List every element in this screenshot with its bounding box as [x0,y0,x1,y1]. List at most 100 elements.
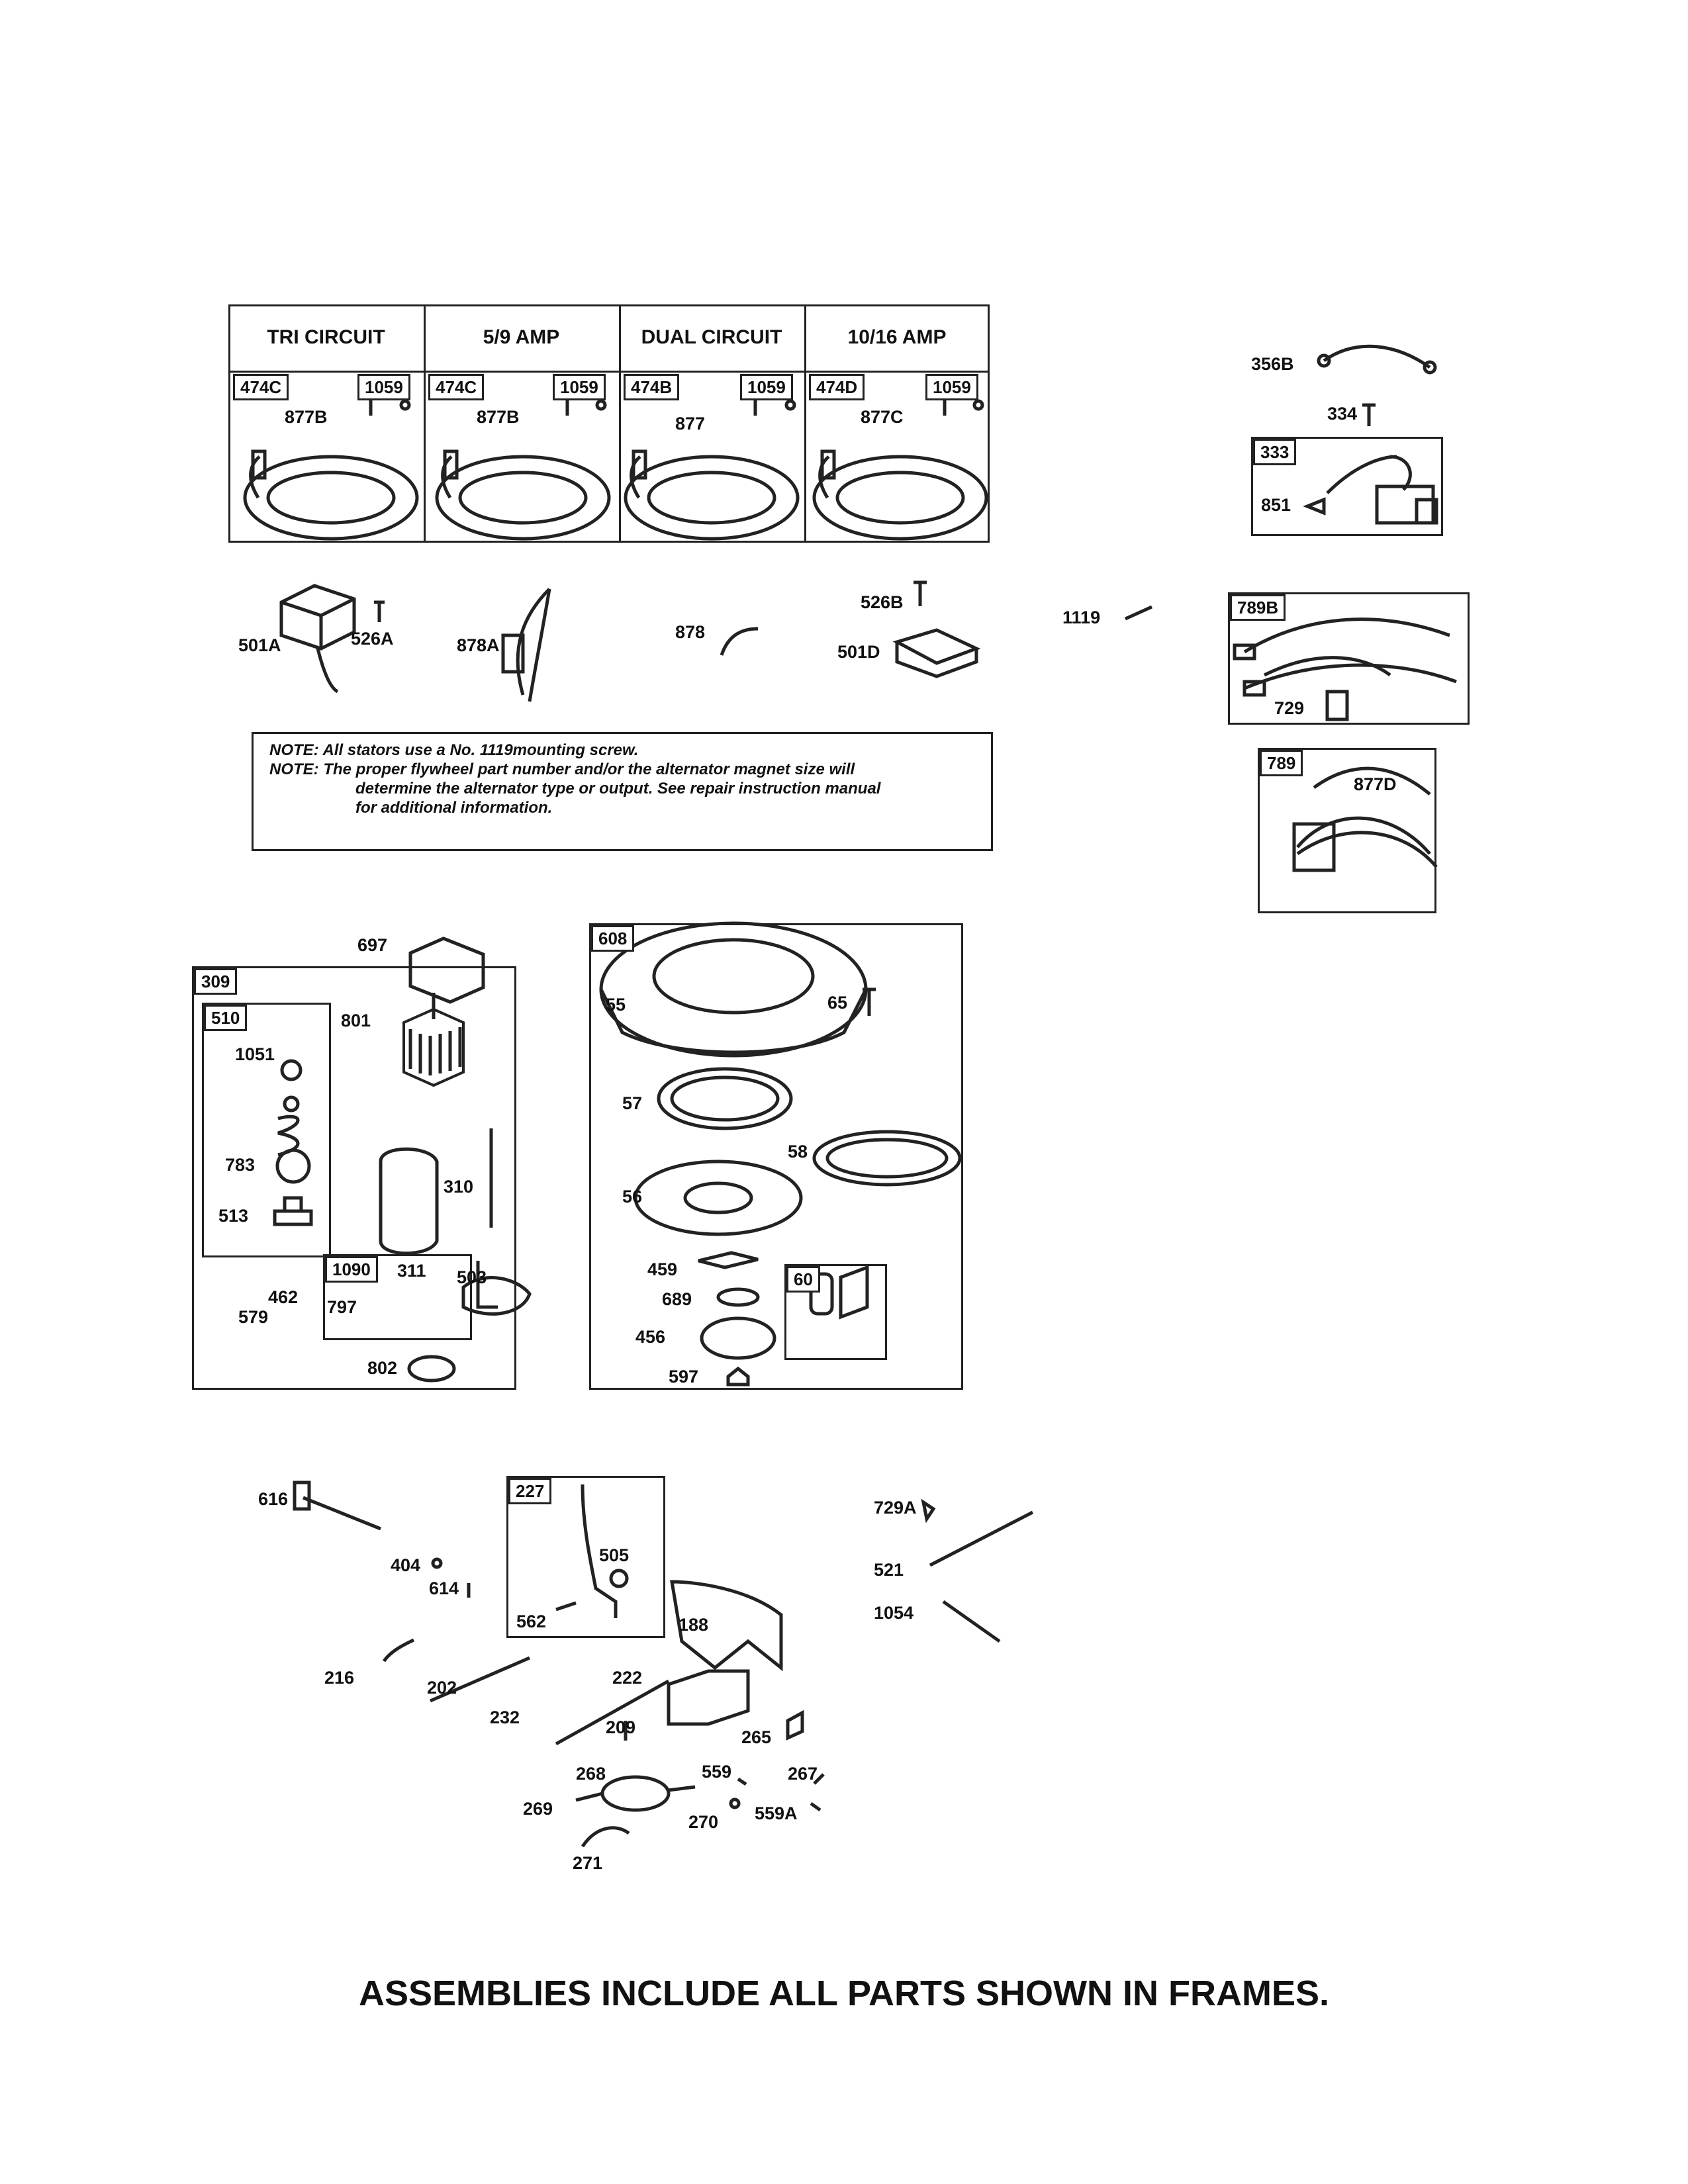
frame-510 [202,1003,331,1257]
label-216: 216 [324,1668,355,1688]
label-501a: 501A [238,635,281,655]
label-268: 268 [576,1764,606,1784]
label-56: 56 [622,1187,643,1206]
frame-789b [1228,592,1470,725]
note-prefix-1: NOTE: [269,741,319,759]
label-1119: 1119 [1062,608,1101,627]
stator-assembly-tag-3: 474B [624,374,680,400]
label-521: 521 [874,1560,904,1580]
stator-screw-tag-1: 1059 [357,374,410,400]
note-line-3: determine the alternator type or output.… [355,780,881,797]
stator-assembly-tag-1: 474C [233,374,289,400]
stator-lead-label-1: 877B [285,407,328,427]
label-503: 503 [457,1267,487,1287]
label-310: 310 [444,1177,474,1197]
note-line-4: for additional information. [355,799,553,817]
label-1054: 1054 [874,1603,914,1623]
label-697: 697 [357,935,388,955]
note-text-1: All stators use a No. 1119mounting screw… [322,741,639,759]
label-462: 462 [268,1287,299,1307]
label-562: 562 [516,1612,547,1631]
label-55: 55 [606,995,626,1015]
label-267: 267 [788,1764,818,1784]
tag-510: 510 [204,1005,248,1031]
stator-header-1: TRI CIRCUIT [267,326,385,348]
label-729: 729 [1274,698,1305,718]
label-616: 616 [258,1489,289,1509]
label-501d: 501D [837,642,880,662]
stator-lead-label-4: 877C [861,407,904,427]
label-222: 222 [612,1668,643,1688]
frame-608 [589,923,963,1390]
assemblies-footer-note: ASSEMBLIES INCLUDE ALL PARTS SHOWN IN FR… [358,1974,1330,2013]
label-614: 614 [429,1578,459,1598]
tag-608: 608 [591,925,635,952]
note-box: NOTE: All stators use a No. 1119mounting… [252,732,993,851]
label-851: 851 [1261,495,1291,515]
frame-60 [784,1264,887,1360]
label-526b: 526B [861,592,904,612]
label-188: 188 [679,1615,709,1635]
label-801: 801 [341,1011,371,1030]
tag-333: 333 [1253,439,1297,465]
stator-header-2: 5/9 AMP [483,326,560,348]
stator-header-4: 10/16 AMP [847,326,947,348]
tag-789b: 789B [1230,594,1286,621]
label-878: 878 [675,622,706,642]
frame-227 [506,1476,665,1638]
stator-screw-tag-4: 1059 [925,374,978,400]
frame-789 [1258,748,1436,913]
stator-header-3: DUAL CIRCUIT [641,326,782,348]
label-311: 311 [397,1261,426,1281]
stator-table [228,304,990,543]
label-265: 265 [741,1727,772,1747]
label-559a: 559A [755,1803,798,1823]
label-356b: 356B [1251,354,1294,374]
label-202: 202 [427,1678,457,1698]
note-line-2: NOTE: The proper flywheel part number an… [269,760,975,779]
label-209: 209 [606,1717,636,1737]
label-878a: 878A [457,635,500,655]
label-505: 505 [599,1545,630,1565]
label-232: 232 [490,1707,520,1727]
label-526a: 526A [351,629,394,649]
stator-col-divider-3 [804,304,806,543]
label-579: 579 [238,1307,269,1327]
stator-assembly-tag-4: 474D [809,374,865,400]
tag-309: 309 [194,968,238,995]
note-prefix-2: NOTE: [269,760,319,778]
label-57: 57 [622,1093,643,1113]
label-58: 58 [788,1142,808,1161]
frame-333 [1251,437,1443,536]
label-797: 797 [327,1297,357,1317]
label-783: 783 [225,1155,256,1175]
stator-lead-label-2: 877B [477,407,520,427]
stator-assembly-tag-2: 474C [428,374,485,400]
label-334: 334 [1327,404,1358,424]
label-270: 270 [688,1812,719,1832]
label-689: 689 [662,1289,692,1309]
label-729a: 729A [874,1498,917,1518]
label-269: 269 [523,1799,553,1819]
label-513: 513 [218,1206,249,1226]
stator-col-divider-2 [619,304,621,543]
stator-header-row-line [228,371,990,373]
tag-60: 60 [786,1266,820,1293]
label-459: 459 [647,1259,678,1279]
label-1051: 1051 [235,1044,275,1064]
frame-1090-311 [323,1254,472,1340]
label-65: 65 [827,993,848,1013]
note-text-2: The proper flywheel part number and/or t… [323,760,855,778]
note-line-1: NOTE: All stators use a No. 1119mounting… [269,741,975,760]
tag-227: 227 [508,1478,552,1504]
label-802: 802 [367,1358,398,1378]
stator-screw-tag-3: 1059 [740,374,793,400]
label-456: 456 [635,1327,666,1347]
label-559: 559 [702,1762,732,1782]
label-597: 597 [669,1367,699,1387]
label-877d: 877D [1354,774,1397,794]
label-404: 404 [391,1555,421,1575]
tag-1090: 1090 [325,1256,378,1283]
stator-lead-label-3: 877 [675,414,706,433]
